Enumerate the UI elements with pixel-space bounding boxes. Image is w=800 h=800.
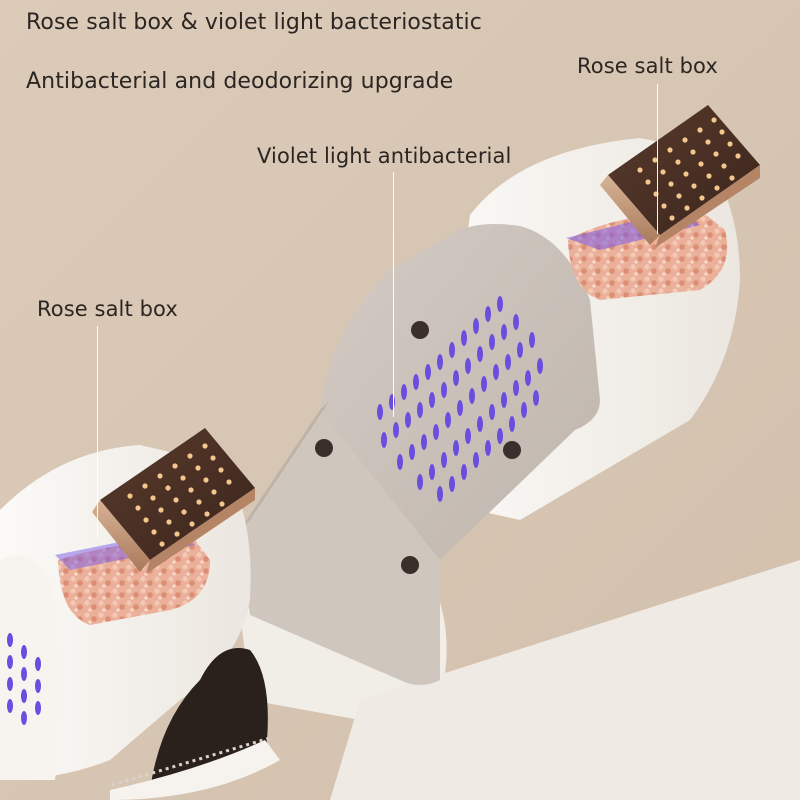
- panel-lower: [240, 410, 440, 685]
- callout-rose-salt-box-right: Rose salt box: [577, 54, 718, 78]
- violet-vent-slots: [377, 296, 543, 502]
- headline: Rose salt box & violet light bacteriosta…: [26, 10, 482, 35]
- rose-salt-box-right: [600, 105, 760, 248]
- leader-line-rose-right: [657, 84, 658, 234]
- screw-hole: [315, 439, 333, 457]
- subheadline: Antibacterial and deodorizing upgrade: [26, 69, 454, 94]
- rose-salt-box-left: [92, 428, 255, 574]
- callout-violet-light: Violet light antibacterial: [257, 144, 512, 168]
- screw-hole: [503, 441, 521, 459]
- violet-light-panel: [320, 224, 600, 569]
- callout-rose-salt-box-left: Rose salt box: [37, 297, 178, 321]
- leader-line-rose-left: [97, 326, 98, 538]
- screw-hole: [411, 321, 429, 339]
- screw-hole: [401, 556, 419, 574]
- leader-line-violet: [393, 172, 394, 417]
- left-violet-slots: [7, 633, 41, 725]
